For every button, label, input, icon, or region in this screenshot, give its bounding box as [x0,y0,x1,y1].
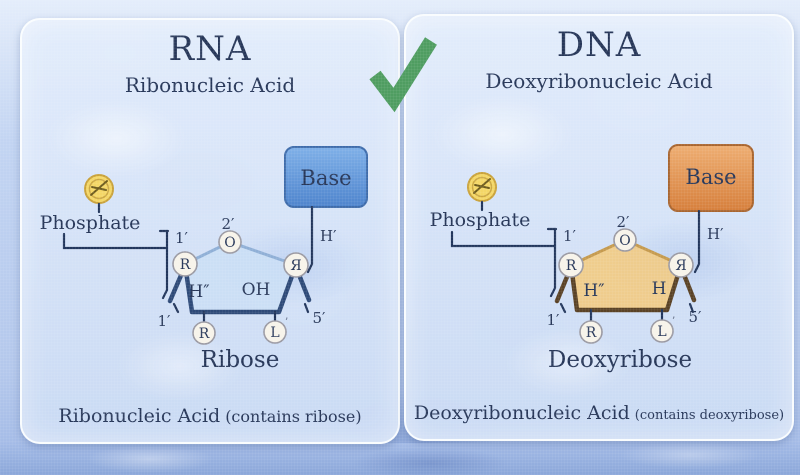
left-atom-label: R [566,258,577,274]
dna-panel: DNA Deoxyribonucleic Acid Phosphate [404,14,794,441]
rna-panel: RNA Ribonucleic Acid Phosphate [20,18,400,444]
phosphate-coin-inner-ring [88,178,110,200]
base-attachment-line [693,209,701,274]
phosphate-icon [84,174,114,204]
dna-panel-title: DNA [556,25,642,65]
dna-structure-diagram: Phosphate 1′ Base H′ O R Я [430,144,754,373]
right-atom-circle [668,252,694,278]
one-prime-top-label: 1′ [563,227,577,245]
phosphate-attachment-line [161,229,169,300]
rna-caption-main: Ribonucleic Acid [58,405,221,427]
bottom-left-atom-label: R [586,325,597,341]
dna-caption: Deoxyribonucleic Acid (contains deoxyribo… [406,402,792,424]
bottom-right-atom-circle [650,319,674,343]
ring-corner-ticks [172,302,310,314]
oxygen-atom-label: O [224,235,235,251]
bottom-right-atom-circle [263,320,287,344]
h-double-prime-label: H″ [188,282,209,302]
sugar-name-label: Ribose [201,347,280,373]
one-prime-top-label: 1′ [175,229,189,247]
bottom-right-atom-mark: ’ [672,316,675,327]
phosphate-label: Phosphate [430,209,531,231]
bottom-right-atom-mark: ’ [285,317,288,328]
phosphate-bond-line [450,230,557,248]
h-prime-label: H′ [320,227,337,245]
phosphate-symbol [474,184,490,189]
rna-panel-title: RNA [168,29,252,69]
oxygen-atom-circle [613,228,637,252]
phosphate-label: Phosphate [40,212,141,234]
phosphate-attachment-line [549,227,557,298]
rna-panel-subtitle: Ribonucleic Acid [124,72,296,97]
bottom-right-atom-label: L [270,325,279,341]
bottom-left-atom-circle [579,320,603,344]
h-prime-label: H′ [707,225,724,243]
bottom-right-atom-label: L [657,324,666,340]
sugar-name-label: Deoxyribose [548,347,692,373]
five-prime-label: 5′ [313,309,327,327]
oxygen-atom-circle [218,230,242,254]
inner-right-group-label: OH [242,280,271,300]
oxygen-atom-label: O [619,233,630,249]
five-prime-label: 5′ [689,308,703,326]
left-atom-circle [172,251,198,277]
left-atom-label: R [180,257,191,273]
background-floor [0,443,800,475]
base-box [284,146,368,208]
phosphate-coin-inner-ring [471,176,493,198]
rna-caption-paren: (contains ribose) [225,407,362,426]
rna-caption: Ribonucleic Acid(contains ribose) [22,405,398,427]
right-atom-label: Я [290,258,301,274]
ring-corner-ticks [559,302,695,314]
dna-caption-paren: (contains deoxyribose) [634,408,785,423]
rna-structure-diagram: Phosphate 1′ Base H′ O R Я [40,146,368,373]
two-prime-label: 2′ [222,215,236,233]
phosphate-symbol [91,186,107,191]
base-label: Base [685,165,736,189]
one-prime-bottom-label: 1′ [547,311,561,329]
bottom-left-atom-circle [192,321,216,345]
inner-right-group-label: H [652,279,667,299]
right-atom-label: Я [675,258,686,274]
left-atom-circle [558,252,584,278]
dna-caption-main: Deoxyribonucleic Acid [413,402,630,424]
one-prime-bottom-label: 1′ [158,312,172,330]
phosphate-icon [467,172,497,202]
two-prime-label: 2′ [617,213,631,231]
base-box [668,144,754,212]
dna-panel-subtitle: Deoxyribonucleic Acid [485,68,713,93]
checkmark-icon [369,37,437,113]
checkmark-stroke [369,37,437,113]
base-label: Base [300,166,351,190]
bottom-left-atom-label: R [199,326,210,342]
base-attachment-line [306,205,314,274]
phosphate-bond-line [62,232,169,250]
right-atom-circle [283,252,309,278]
h-double-prime-label: H″ [583,281,604,301]
